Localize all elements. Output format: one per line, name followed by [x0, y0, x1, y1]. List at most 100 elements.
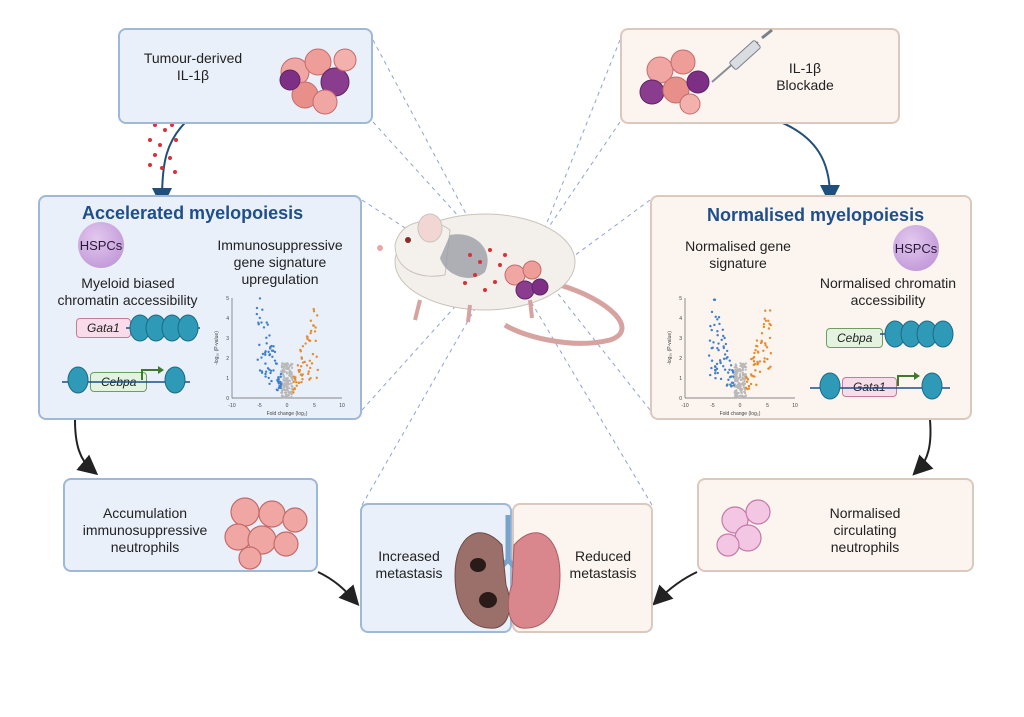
volcano-point — [255, 306, 259, 310]
volcano-point — [735, 390, 738, 393]
volcano-point — [709, 324, 712, 328]
volcano-point — [260, 370, 264, 373]
y-tick-label: 1 — [679, 376, 682, 382]
volcano-point — [277, 386, 281, 390]
volcano-point — [755, 339, 759, 342]
volcano-point — [714, 371, 717, 375]
volcano-point — [314, 326, 317, 329]
volcano-point — [268, 353, 272, 356]
volcano-point — [714, 369, 717, 372]
right-signature-label-1: Normalised gene — [685, 238, 791, 254]
volcano-point — [735, 366, 738, 369]
volcano-point — [264, 362, 267, 365]
volcano-point — [282, 378, 286, 381]
volcano-point — [726, 355, 729, 359]
volcano-point — [710, 310, 714, 314]
x-tick-label: 10 — [339, 403, 345, 409]
volcano-point — [738, 374, 741, 377]
volcano-point — [755, 383, 758, 387]
volcano-point — [721, 328, 725, 331]
volcano-point — [297, 370, 301, 373]
volcano-point — [738, 367, 741, 371]
volcano-point — [722, 345, 725, 348]
volcano-point — [731, 381, 735, 385]
volcano-point — [300, 357, 304, 360]
volcano-point — [743, 365, 746, 368]
volcano-point — [264, 370, 268, 373]
volcano-point — [714, 315, 717, 319]
volcano-point — [279, 380, 282, 384]
volcano-point — [758, 360, 762, 363]
y-tick-label: 0 — [226, 396, 229, 402]
volcano-point — [273, 359, 277, 362]
volcano-point — [256, 358, 259, 361]
volcano-point — [708, 339, 712, 342]
volcano-point — [744, 394, 748, 397]
x-tick-label: -5 — [710, 403, 715, 409]
volcano-point — [315, 376, 318, 380]
volcano-point — [764, 342, 767, 345]
x-tick-label: 10 — [792, 403, 798, 409]
volcano-point — [305, 335, 309, 338]
volcano-point — [740, 378, 743, 381]
volcano-point — [762, 349, 765, 352]
volcano-point — [741, 371, 744, 374]
volcano-point — [722, 365, 725, 368]
right-signature-label-2: signature — [709, 255, 767, 271]
volcano-point — [299, 350, 302, 353]
volcano-point — [307, 339, 311, 342]
hspc-icon-right: HSPCs — [893, 225, 939, 271]
volcano-point — [301, 377, 304, 381]
volcano-point — [308, 366, 312, 370]
volcano-point — [268, 334, 271, 337]
volcano-point — [729, 364, 733, 367]
volcano-point — [309, 376, 312, 380]
volcano-point — [283, 376, 286, 379]
bottom-left-label-1: Accumulation — [102, 505, 188, 521]
blockade-label-1: IL-1β — [788, 60, 822, 76]
volcano-point — [754, 349, 757, 352]
volcano-point — [267, 350, 270, 354]
syringe-icon — [711, 28, 773, 83]
blockade-label-2: Blockade — [776, 77, 834, 93]
volcano-point — [724, 342, 728, 346]
volcano-point — [314, 339, 317, 343]
arrow-to-lung-left — [317, 571, 360, 606]
volcano-point — [275, 362, 278, 365]
volcano-point — [736, 396, 739, 399]
volcano-point — [736, 380, 739, 383]
volcano-point — [714, 377, 717, 380]
volcano-point — [735, 386, 738, 389]
volcano-point — [305, 364, 309, 367]
volcano-point — [712, 341, 715, 344]
volcano-point — [760, 340, 763, 344]
left-signature-label-1: Immunosuppressive — [217, 237, 343, 253]
volcano-point — [273, 350, 277, 354]
y-tick-label: 4 — [679, 316, 682, 322]
bottom-left-label-2: immunosuppressive — [82, 522, 208, 538]
volcano-point — [752, 355, 756, 359]
volcano-point — [717, 342, 720, 345]
volcano-point — [744, 373, 747, 376]
x-axis-label: Fold change (log₂) — [720, 411, 761, 417]
il1b-dots — [148, 123, 178, 174]
volcano-point — [264, 375, 267, 378]
diseased-lung-icon — [454, 532, 511, 629]
volcano-point — [281, 365, 284, 368]
y-tick-label: 3 — [226, 336, 229, 342]
volcano-point — [762, 323, 766, 326]
volcano-point — [742, 377, 745, 380]
volcano-point — [290, 395, 293, 399]
volcano-point — [750, 374, 753, 377]
volcano-point — [258, 343, 261, 347]
volcano-point — [714, 365, 717, 369]
volcano-point — [304, 342, 307, 345]
left-chromatin-label-2: chromatin accessibility — [57, 292, 198, 308]
increased-label-2: metastasis — [375, 565, 443, 581]
volcano-point — [301, 345, 305, 348]
volcano-point — [312, 310, 316, 313]
